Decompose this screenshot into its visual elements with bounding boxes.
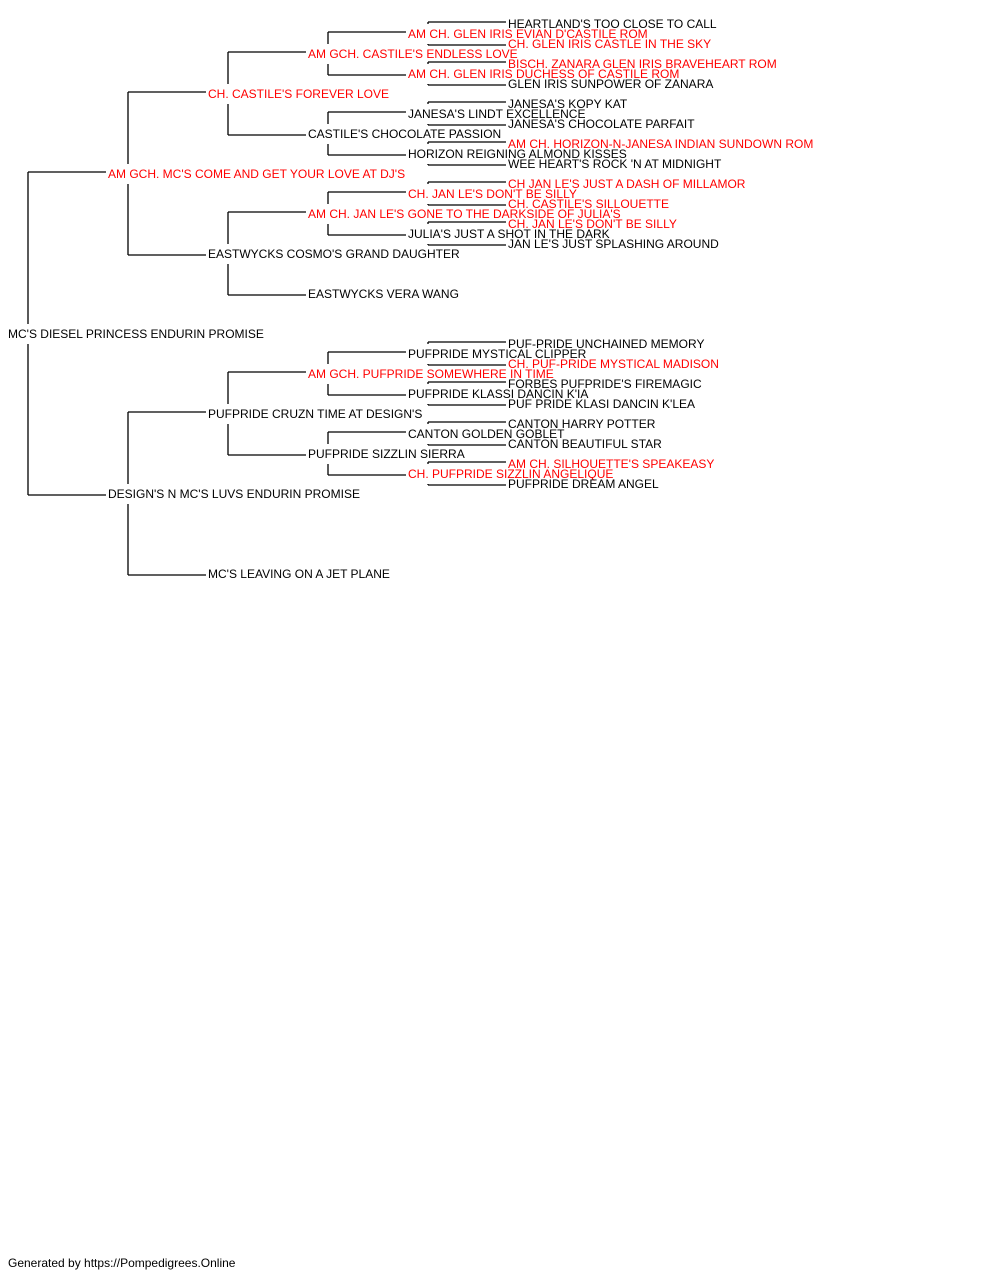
pedigree-name-gen5: JANESA'S CHOCOLATE PARFAIT (508, 117, 695, 131)
pedigree-name-gen5: CH. GLEN IRIS CASTLE IN THE SKY (508, 37, 711, 51)
pedigree-name-gen4: PUFPRIDE MYSTICAL CLIPPER (408, 347, 587, 361)
pedigree-name-gen0: MC'S DIESEL PRINCESS ENDURIN PROMISE (8, 327, 264, 341)
pedigree-name-gen1: DESIGN'S N MC'S LUVS ENDURIN PROMISE (108, 487, 360, 501)
pedigree-name-gen5: GLEN IRIS SUNPOWER OF ZANARA (508, 77, 713, 91)
pedigree-name-gen5: PUFPRIDE DREAM ANGEL (508, 477, 659, 491)
pedigree-name-gen5: CH. PUF-PRIDE MYSTICAL MADISON (508, 357, 719, 371)
pedigree-name-gen5: JANESA'S KOPY KAT (508, 97, 628, 111)
pedigree-name-gen5: CH. JAN LE'S DON'T BE SILLY (508, 217, 677, 231)
pedigree-name-gen5: HEARTLAND'S TOO CLOSE TO CALL (508, 17, 717, 31)
pedigree-name-gen3: AM GCH. CASTILE'S ENDLESS LOVE (308, 47, 518, 61)
pedigree-name-gen3: AM CH. JAN LE'S GONE TO THE DARKSIDE OF … (308, 207, 621, 221)
pedigree-name-gen5: WEE HEART'S ROCK 'N AT MIDNIGHT (508, 157, 722, 171)
pedigree-name-gen5: CH JAN LE'S JUST A DASH OF MILLAMOR (508, 177, 746, 191)
pedigree-name-gen5: PUF-PRIDE UNCHAINED MEMORY (508, 337, 704, 351)
pedigree-name-gen4: CANTON GOLDEN GOBLET (408, 427, 565, 441)
pedigree-name-gen4: CH. JAN LE'S DON'T BE SILLY (408, 187, 577, 201)
pedigree-name-gen5: JAN LE'S JUST SPLASHING AROUND (508, 237, 719, 251)
pedigree-name-gen4: AM CH. GLEN IRIS DUCHESS OF CASTILE ROM (408, 67, 679, 81)
pedigree-name-gen2: MC'S LEAVING ON A JET PLANE (208, 567, 390, 581)
pedigree-name-gen4: JANESA'S LINDT EXCELLENCE (408, 107, 585, 121)
pedigree-name-gen4: AM CH. GLEN IRIS EVIAN D'CASTILE ROM (408, 27, 648, 41)
pedigree-name-gen5: FORBES PUFPRIDE'S FIREMAGIC (508, 377, 702, 391)
pedigree-name-gen2: PUFPRIDE CRUZN TIME AT DESIGN'S (208, 407, 422, 421)
pedigree-name-gen5: AM CH. HORIZON-N-JANESA INDIAN SUNDOWN R… (508, 137, 813, 151)
footer-credit: Generated by https://Pompedigrees.Online (8, 1256, 236, 1270)
pedigree-name-gen5: AM CH. SILHOUETTE'S SPEAKEASY (508, 457, 714, 471)
pedigree-name-gen5: BISCH. ZANARA GLEN IRIS BRAVEHEART ROM (508, 57, 777, 71)
pedigree-name-gen2: CH. CASTILE'S FOREVER LOVE (208, 87, 389, 101)
pedigree-name-gen5: PUF PRIDE KLASI DANCIN K'LEA (508, 397, 695, 411)
pedigree-name-gen2: EASTWYCKS COSMO'S GRAND DAUGHTER (208, 247, 460, 261)
pedigree-name-gen3: CASTILE'S CHOCOLATE PASSION (308, 127, 501, 141)
pedigree-name-gen3: AM GCH. PUFPRIDE SOMEWHERE IN TIME (308, 367, 554, 381)
pedigree-name-gen1: AM GCH. MC'S COME AND GET YOUR LOVE AT D… (108, 167, 405, 181)
pedigree-name-gen5: CANTON HARRY POTTER (508, 417, 656, 431)
pedigree-name-gen5: CANTON BEAUTIFUL STAR (508, 437, 662, 451)
pedigree-name-gen3: EASTWYCKS VERA WANG (308, 287, 459, 301)
pedigree-name-gen4: JULIA'S JUST A SHOT IN THE DARK (408, 227, 610, 241)
pedigree-name-gen5: CH. CASTILE'S SILLOUETTE (508, 197, 669, 211)
pedigree-name-gen4: PUFPRIDE KLASSI DANCIN K'IA (408, 387, 588, 401)
pedigree-name-gen3: PUFPRIDE SIZZLIN SIERRA (308, 447, 465, 461)
pedigree-name-gen4: CH. PUFPRIDE SIZZLIN ANGELIQUE (408, 467, 613, 481)
pedigree-name-gen4: HORIZON REIGNING ALMOND KISSES (408, 147, 627, 161)
